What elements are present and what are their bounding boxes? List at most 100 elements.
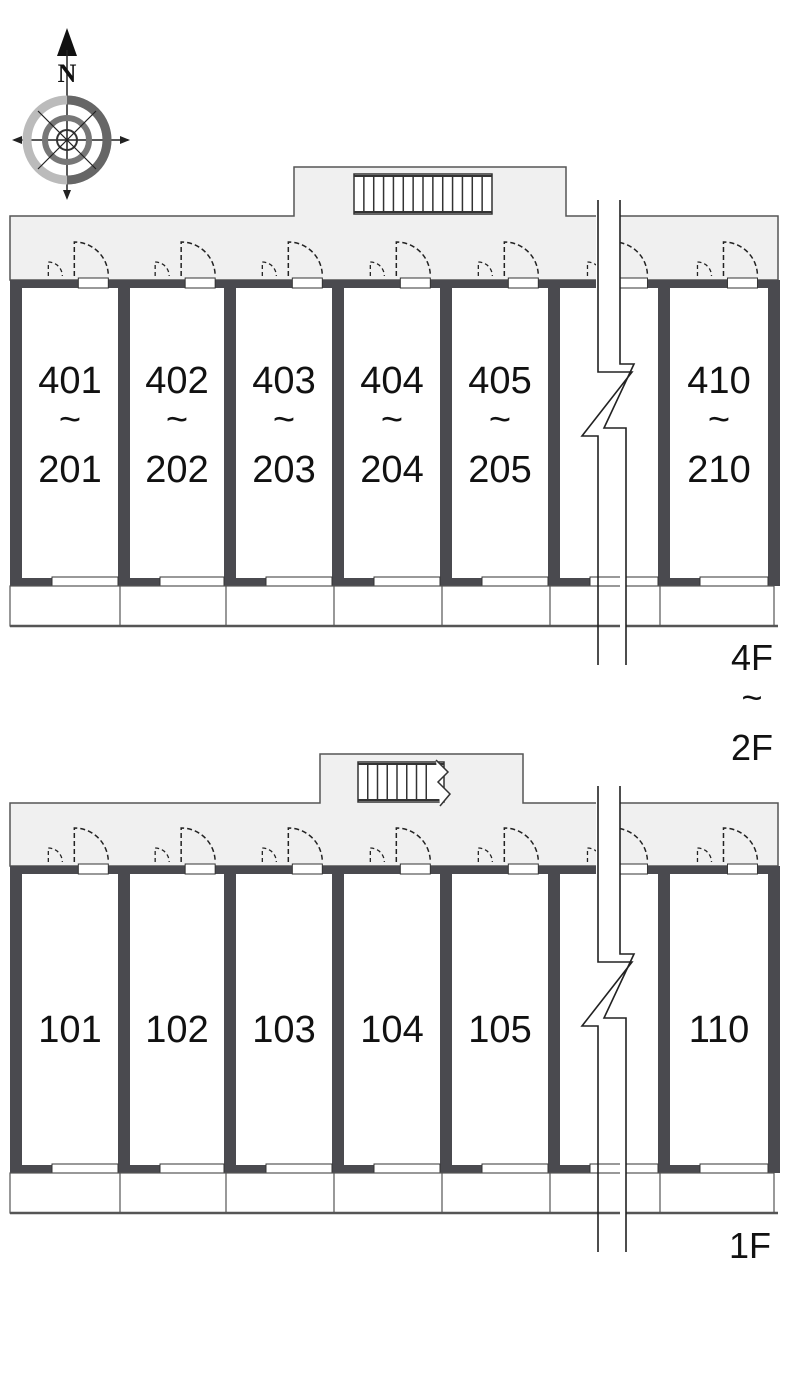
unit-number: 110 bbox=[689, 1009, 750, 1051]
entry-door bbox=[726, 863, 758, 875]
door-swing-icon bbox=[369, 827, 432, 863]
ground-floor-block: 101 102 103 104 105 110 bbox=[9, 753, 780, 1252]
unit-number: 104 bbox=[360, 1009, 423, 1051]
break-line-icon bbox=[580, 200, 636, 665]
unit-number-upper: 410 bbox=[687, 360, 750, 402]
balcony-cell bbox=[225, 1172, 339, 1214]
unit-range-tilde: ~ bbox=[381, 399, 403, 441]
door-swing-icon bbox=[261, 827, 324, 863]
balcony-cell bbox=[549, 585, 665, 627]
balcony-cell bbox=[549, 1172, 665, 1214]
unit-number-upper: 402 bbox=[145, 360, 208, 402]
floor-label-bottom: 2F bbox=[731, 727, 773, 768]
door-swing-icon bbox=[47, 827, 110, 863]
balcony-window bbox=[51, 1163, 119, 1174]
unit-number-upper: 405 bbox=[468, 360, 531, 402]
door-swing-icon bbox=[154, 241, 216, 277]
unit-number-upper: 404 bbox=[360, 360, 423, 402]
unit-number-lower: 205 bbox=[468, 449, 531, 491]
door-swing-icon bbox=[154, 827, 216, 863]
room-interior bbox=[670, 874, 768, 1165]
unit-number: 105 bbox=[468, 1009, 531, 1051]
floor-label-top: 4F bbox=[731, 637, 773, 678]
entry-door bbox=[77, 863, 109, 875]
balcony-cell bbox=[333, 1172, 447, 1214]
upper-floor-block: 401~201402~202403~203404~204405~205410~2… bbox=[9, 166, 780, 665]
unit-range-tilde: ~ bbox=[489, 399, 511, 441]
unit-number-lower: 210 bbox=[687, 449, 750, 491]
entry-door bbox=[507, 277, 539, 289]
room-interior bbox=[236, 874, 332, 1165]
door-swing-icon bbox=[696, 827, 759, 863]
entry-door bbox=[616, 277, 648, 289]
balcony-cell bbox=[441, 1172, 555, 1214]
balcony-cell bbox=[9, 1172, 123, 1214]
balcony-cell bbox=[333, 585, 447, 627]
room-interior bbox=[130, 874, 224, 1165]
unit-range-tilde: ~ bbox=[273, 399, 295, 441]
entry-door bbox=[291, 277, 323, 289]
room-interior bbox=[452, 874, 548, 1165]
balcony-window bbox=[481, 1163, 549, 1174]
door-swing-icon bbox=[477, 827, 540, 863]
balcony-window bbox=[265, 1163, 333, 1174]
room-interior bbox=[344, 874, 440, 1165]
break-line-icon bbox=[580, 786, 636, 1252]
entry-door bbox=[507, 863, 539, 875]
balcony-window bbox=[481, 576, 549, 587]
room-interior bbox=[22, 288, 118, 578]
balcony-window bbox=[373, 576, 441, 587]
entry-door bbox=[399, 277, 431, 289]
balcony-cell bbox=[225, 585, 339, 627]
unit-range-tilde: ~ bbox=[59, 399, 81, 441]
door-swing-icon bbox=[47, 241, 110, 277]
door-swing-icon bbox=[369, 241, 432, 277]
entry-door bbox=[399, 863, 431, 875]
balcony-cell bbox=[659, 585, 775, 627]
unit-number-lower: 202 bbox=[145, 449, 208, 491]
room-interior bbox=[130, 288, 224, 578]
unit-number-upper: 401 bbox=[38, 360, 101, 402]
floor-label-ground: 1F bbox=[729, 1225, 771, 1266]
room-interior bbox=[344, 288, 440, 578]
entry-door bbox=[184, 277, 216, 289]
balcony-window bbox=[159, 576, 225, 587]
unit-number: 101 bbox=[38, 1009, 101, 1051]
room-interior bbox=[670, 288, 768, 578]
staircase-icon bbox=[353, 173, 493, 215]
room-interior bbox=[236, 288, 332, 578]
entry-door bbox=[616, 863, 648, 875]
staircase-icon bbox=[357, 759, 452, 807]
balcony-cell bbox=[659, 1172, 775, 1214]
balcony-window bbox=[373, 1163, 441, 1174]
floor-label-tilde: ~ bbox=[741, 677, 762, 718]
balcony-window bbox=[265, 576, 333, 587]
compass-north-label: N bbox=[58, 59, 77, 88]
balcony-cell bbox=[9, 585, 123, 627]
entry-door bbox=[77, 277, 109, 289]
unit-range-tilde: ~ bbox=[166, 399, 188, 441]
balcony-cell bbox=[441, 585, 555, 627]
entry-door bbox=[291, 863, 323, 875]
balcony-window bbox=[159, 1163, 225, 1174]
door-swing-icon bbox=[696, 241, 759, 277]
balcony-cell bbox=[119, 585, 231, 627]
unit-number-lower: 201 bbox=[38, 449, 101, 491]
door-swing-icon bbox=[261, 241, 324, 277]
balcony-cell bbox=[119, 1172, 231, 1214]
unit-number: 102 bbox=[145, 1009, 208, 1051]
entry-door bbox=[184, 863, 216, 875]
room-interior bbox=[22, 874, 118, 1165]
unit-number: 103 bbox=[252, 1009, 315, 1051]
unit-number-upper: 403 bbox=[252, 360, 315, 402]
unit-number-lower: 203 bbox=[252, 449, 315, 491]
room-interior bbox=[452, 288, 548, 578]
compass-icon: N bbox=[12, 28, 130, 200]
balcony-window bbox=[699, 1163, 769, 1174]
unit-number-lower: 204 bbox=[360, 449, 423, 491]
balcony-window bbox=[699, 576, 769, 587]
unit-range-tilde: ~ bbox=[708, 399, 730, 441]
balcony-window bbox=[51, 576, 119, 587]
entry-door bbox=[726, 277, 758, 289]
